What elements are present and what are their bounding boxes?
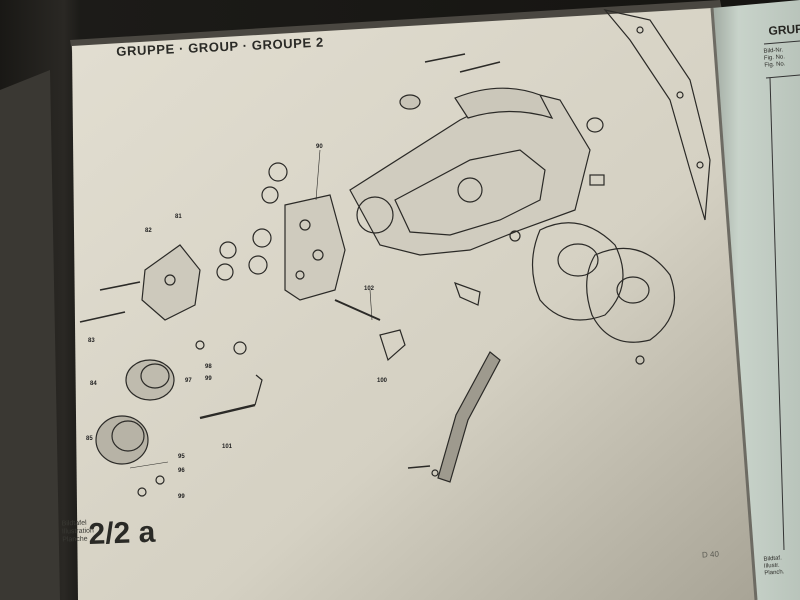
bearing bbox=[219, 241, 237, 259]
washer bbox=[195, 340, 205, 350]
washer bbox=[509, 230, 521, 242]
part-labels: 81 82 83 84 85 90 95 96 97 98 99 99 100 101 102 bbox=[86, 144, 388, 500]
part-label: 99 bbox=[178, 494, 185, 500]
right-page-labels-bottom: Bildtaf. Illustr. Planch. bbox=[763, 555, 785, 577]
housing-detail bbox=[394, 149, 546, 236]
bracket bbox=[454, 282, 481, 306]
cover-hole bbox=[164, 274, 176, 286]
bearing bbox=[248, 255, 268, 275]
bearing bbox=[216, 263, 234, 281]
circlip bbox=[261, 186, 279, 204]
washer bbox=[155, 475, 165, 485]
strap bbox=[437, 351, 501, 483]
plate-hole bbox=[299, 219, 311, 231]
washer bbox=[635, 355, 645, 365]
part-label: 81 bbox=[175, 214, 182, 220]
right-page-sheet bbox=[712, 0, 800, 600]
disc-84 bbox=[125, 359, 175, 401]
flange-bore bbox=[557, 243, 599, 277]
page-number: 2/2 a bbox=[88, 515, 156, 551]
part-label: 95 bbox=[178, 454, 185, 460]
rod bbox=[334, 299, 381, 321]
part-label: 83 bbox=[88, 338, 95, 344]
right-page-rule bbox=[769, 77, 785, 551]
housing-bore bbox=[457, 177, 483, 203]
large-gasket bbox=[603, 9, 711, 221]
right-page-rule bbox=[763, 40, 800, 45]
page-gutter bbox=[710, 7, 758, 600]
corner-code: D 40 bbox=[701, 549, 720, 560]
side-cover-bore bbox=[616, 276, 650, 304]
part-label: 102 bbox=[364, 286, 375, 292]
front-cover bbox=[141, 244, 201, 321]
washer bbox=[233, 341, 247, 355]
part-label: 96 bbox=[178, 468, 185, 474]
circlip bbox=[268, 162, 288, 182]
intermediate-plate bbox=[284, 194, 346, 301]
gasket-hole bbox=[676, 91, 684, 99]
right-page-labels-top: Bild-Nr. Fig. No. Fig. No. bbox=[763, 47, 786, 69]
leader-line bbox=[369, 289, 373, 321]
washer bbox=[137, 487, 147, 497]
leader-line bbox=[315, 149, 321, 201]
part-label: 84 bbox=[90, 381, 97, 387]
side-cover bbox=[586, 247, 676, 343]
part-label: 101 bbox=[222, 444, 233, 450]
plug bbox=[399, 94, 421, 110]
part-label: 82 bbox=[145, 228, 152, 234]
disc-84-face bbox=[140, 363, 170, 389]
flange-gasket bbox=[531, 222, 624, 321]
bushing bbox=[589, 174, 605, 186]
part-label: 90 bbox=[316, 144, 323, 150]
shift-rod-arm bbox=[254, 374, 263, 406]
right-page-rule bbox=[765, 74, 800, 79]
right-page-header: GRUPP bbox=[768, 21, 800, 38]
disc-85-face bbox=[111, 420, 145, 452]
disc-85 bbox=[95, 415, 149, 465]
plate-hole bbox=[295, 270, 305, 280]
bearing bbox=[252, 228, 272, 248]
housing-nose bbox=[454, 87, 554, 119]
part-label: 99 bbox=[205, 376, 212, 382]
part-label: 98 bbox=[205, 364, 212, 370]
lever bbox=[379, 329, 406, 362]
bolt bbox=[99, 281, 141, 291]
bolt bbox=[79, 311, 126, 323]
housing-bore bbox=[356, 196, 394, 234]
part-label: 100 bbox=[377, 378, 388, 384]
underlying-page bbox=[0, 70, 60, 600]
bolt bbox=[407, 465, 431, 469]
gasket-hole bbox=[696, 161, 704, 169]
part-label: 97 bbox=[185, 378, 192, 384]
seal bbox=[586, 117, 604, 133]
bolt bbox=[459, 61, 501, 73]
gasket-hole bbox=[636, 26, 644, 34]
shift-rod bbox=[199, 403, 256, 420]
nut bbox=[431, 469, 439, 477]
exploded-view-drawing bbox=[79, 9, 711, 497]
bolt bbox=[424, 53, 466, 63]
leader-line bbox=[129, 461, 169, 469]
part-label: 85 bbox=[86, 436, 93, 442]
plate-hole bbox=[312, 249, 324, 261]
